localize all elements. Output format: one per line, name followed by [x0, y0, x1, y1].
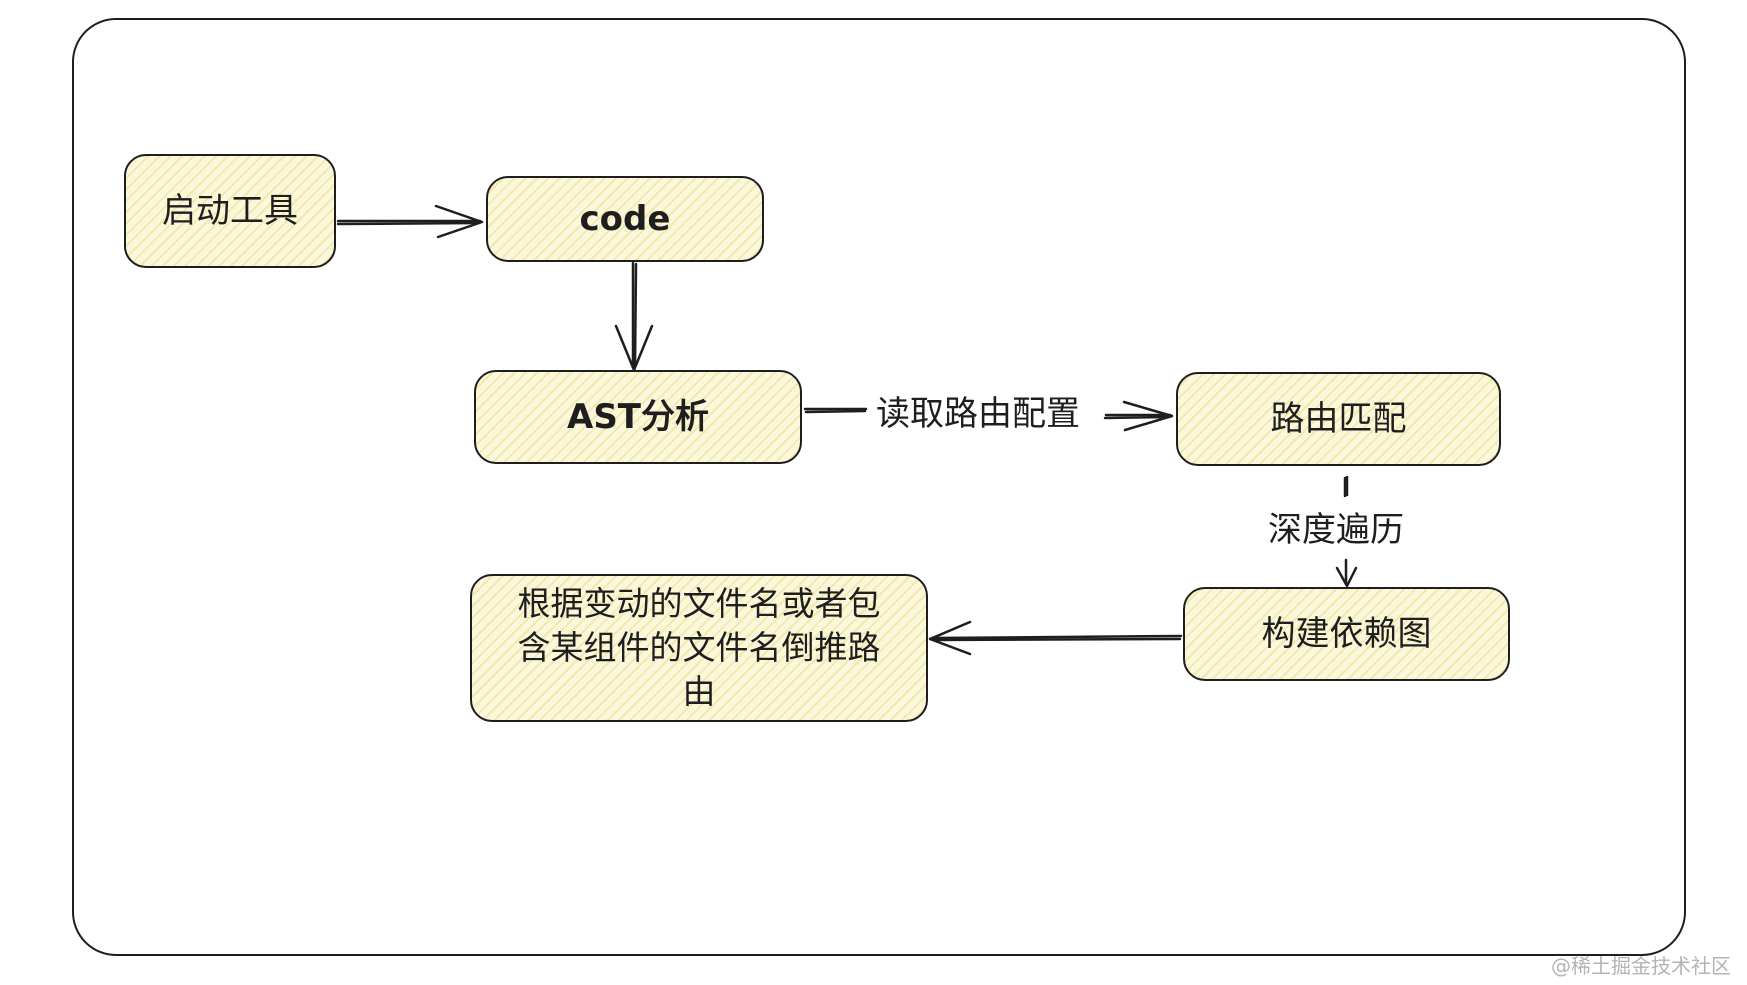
line-route-to-label [1343, 475, 1349, 498]
line-ast-to-label [803, 407, 868, 414]
node-build-deps-graph: 构建依赖图 [1183, 587, 1510, 681]
node-ast-analysis: AST分析 [474, 370, 802, 464]
node-reverse-route: 根据变动的文件名或者包 含某组件的文件名倒推路 由 [470, 574, 928, 722]
whiteboard-frame [72, 18, 1686, 956]
node-reverse-route-line: 含某组件的文件名倒推路 [517, 628, 881, 667]
node-route-match: 路由匹配 [1176, 372, 1501, 466]
node-reverse-route-line: 由 [682, 672, 716, 711]
node-route-match-label: 路由匹配 [1270, 399, 1407, 439]
arrow-deps-to-result [928, 620, 1183, 656]
watermark: @稀土掘金技术社区 [1551, 954, 1731, 978]
node-code-label: code [579, 199, 671, 239]
node-code: code [486, 176, 764, 262]
node-start-tool-label: 启动工具 [162, 191, 298, 231]
edge-label-depth-traversal: 深度遍历 [1268, 508, 1404, 552]
arrow-label-to-deps [1335, 558, 1358, 588]
node-start-tool: 启动工具 [124, 154, 336, 268]
node-ast-analysis-label: AST分析 [567, 397, 709, 437]
node-build-deps-graph-label: 构建依赖图 [1261, 614, 1432, 654]
edge-label-read-route-config: 读取路由配置 [876, 392, 1080, 436]
node-reverse-route-line: 根据变动的文件名或者包 [517, 584, 881, 623]
node-reverse-route-text: 根据变动的文件名或者包 含某组件的文件名倒推路 由 [518, 582, 881, 714]
arrow-label-to-route [1103, 400, 1174, 432]
arrow-start-to-code [336, 204, 484, 239]
